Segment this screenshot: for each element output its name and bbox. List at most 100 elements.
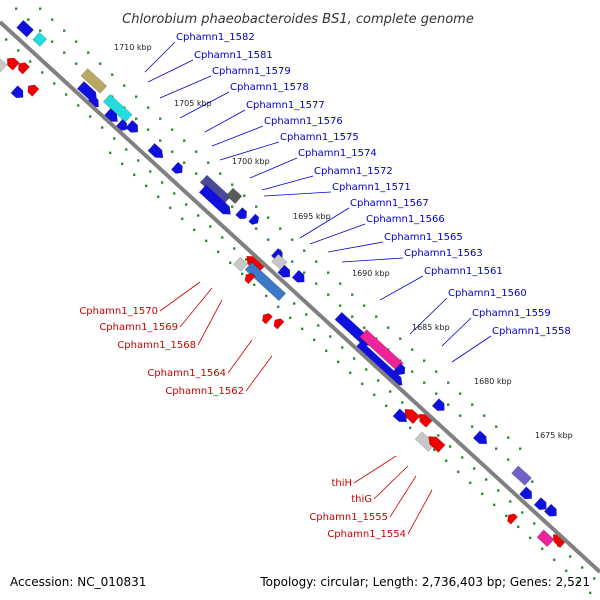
gene-label: Cphamn1_1568 xyxy=(117,340,196,351)
tick-dot xyxy=(77,104,80,107)
tick-dot xyxy=(339,282,342,285)
leader-line xyxy=(451,335,492,363)
gene-arrow xyxy=(431,398,445,412)
tick-dot xyxy=(325,349,328,353)
leader-line xyxy=(219,141,280,161)
tick-dot xyxy=(135,117,138,120)
genome-title: Chlorobium phaeobacteroides BS1, complet… xyxy=(122,12,474,27)
leader-line xyxy=(389,475,417,518)
tick-dot xyxy=(209,225,212,228)
tick-dot xyxy=(349,371,352,375)
tick-dot xyxy=(313,338,316,342)
gene-label: Cphamn1_1577 xyxy=(246,100,325,111)
gene-arrow xyxy=(393,363,406,376)
tick-dot xyxy=(507,458,510,461)
tick-dot xyxy=(581,566,584,569)
tick-dot xyxy=(183,161,186,164)
leader-line xyxy=(309,223,366,245)
tick-dot xyxy=(111,73,114,76)
tick-dot xyxy=(99,62,102,65)
kbp-label: 1685 kbp xyxy=(412,323,450,332)
tick-dot xyxy=(363,304,366,307)
gene-label: Cphamn1_1571 xyxy=(332,182,411,193)
tick-dot xyxy=(387,326,390,329)
gene-label: Cphamn1_1574 xyxy=(298,148,377,159)
tick-dot xyxy=(39,7,42,10)
tick-dot xyxy=(435,370,438,373)
tick-dot xyxy=(315,282,318,285)
leader-line xyxy=(227,339,253,374)
gene-label: Cphamn1_1572 xyxy=(314,166,393,177)
tick-dot xyxy=(385,404,388,408)
gene-arrow xyxy=(80,68,108,94)
leader-line xyxy=(179,287,213,328)
tick-dot xyxy=(529,536,532,540)
gene-label: Cphamn1_1570 xyxy=(79,306,158,317)
tick-dot xyxy=(377,379,380,382)
reverse-gene-labels: Cphamn1_1570Cphamn1_1569Cphamn1_1568Cpha… xyxy=(79,281,433,540)
gene-label: Cphamn1_1569 xyxy=(99,322,178,333)
tick-dot xyxy=(109,151,112,155)
tick-dot xyxy=(101,126,104,129)
tick-dot xyxy=(303,249,306,252)
tick-dot xyxy=(305,313,308,316)
leader-line xyxy=(147,59,194,83)
tick-dot xyxy=(411,370,414,373)
gene-label: Cphamn1_1581 xyxy=(194,50,273,61)
gene-arrow xyxy=(32,31,48,47)
tick-dot xyxy=(301,327,304,331)
gene-arrow xyxy=(233,256,248,272)
tick-dot xyxy=(243,194,246,197)
tick-dot xyxy=(353,357,356,360)
tick-dot xyxy=(339,304,342,307)
tick-dot xyxy=(399,337,402,340)
tick-dot xyxy=(447,381,450,384)
tick-dot xyxy=(449,445,452,448)
gene-label: Cphamn1_1554 xyxy=(327,529,406,540)
tick-dot xyxy=(89,115,92,118)
tick-dot xyxy=(445,459,448,463)
tick-dot xyxy=(495,425,498,428)
tick-dot xyxy=(409,426,412,430)
tick-dot xyxy=(517,525,520,529)
tick-dot xyxy=(51,18,54,21)
gene-label: Cphamn1_1579 xyxy=(212,66,291,77)
tick-dot xyxy=(303,271,306,274)
tick-dot xyxy=(483,414,486,417)
leader-line xyxy=(204,109,246,133)
leader-line xyxy=(245,355,273,392)
tick-dot xyxy=(267,216,270,219)
gene-arrow xyxy=(10,85,24,99)
tick-dot xyxy=(159,139,162,142)
tick-dot xyxy=(495,447,498,450)
tick-dot xyxy=(185,203,188,206)
kbp-label: 1710 kbp xyxy=(114,43,152,52)
tick-dot xyxy=(365,368,368,371)
leader-line xyxy=(441,317,472,347)
gene-arrow xyxy=(536,529,555,548)
tick-dot xyxy=(171,150,174,153)
leader-line xyxy=(211,125,264,147)
tick-dot xyxy=(87,51,90,54)
tick-dot xyxy=(473,467,476,470)
tick-dot xyxy=(147,106,150,109)
gene-arrow xyxy=(27,84,40,97)
tick-dot xyxy=(373,393,376,397)
tick-dot xyxy=(533,522,536,525)
tick-dot xyxy=(447,403,450,406)
tick-dot xyxy=(205,239,208,243)
tick-dot xyxy=(519,447,522,450)
tick-dot xyxy=(125,148,128,151)
tick-dot xyxy=(75,62,78,65)
tick-dot xyxy=(123,84,126,87)
tick-dot xyxy=(231,183,234,186)
tick-dot xyxy=(207,161,210,164)
tick-dot xyxy=(553,558,556,562)
gene-arrow xyxy=(16,19,34,38)
tick-dot xyxy=(593,577,596,580)
tick-dot xyxy=(361,382,364,386)
gene-arrow xyxy=(543,503,557,517)
gene-features xyxy=(0,19,568,548)
tick-dot xyxy=(291,238,294,241)
tick-dot xyxy=(173,192,176,195)
